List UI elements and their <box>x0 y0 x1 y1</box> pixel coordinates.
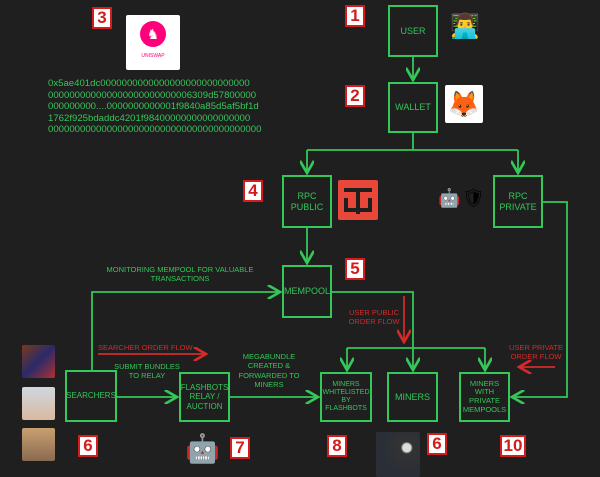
user-private-flow-label: USER PRIVATE ORDER FLOW <box>509 343 563 362</box>
uniswap-wordmark: UNISWAP <box>141 53 165 59</box>
line-wallet-split <box>307 133 518 151</box>
wallet-box: WALLET <box>388 82 438 133</box>
shield-icon: 🛡 <box>462 188 485 208</box>
rpc-private-box: RPC PRIVATE <box>493 175 543 228</box>
miner-figure-icon <box>376 432 420 477</box>
hex-line: 1762f925bdaddc4201f98400000000000000000 <box>48 112 251 124</box>
flashbots-robot-icon: 🤖 <box>438 188 461 208</box>
rpc-public-logo <box>338 180 378 220</box>
badge-7: 7 <box>230 437 250 459</box>
user-emoji-icon: 👨‍💻 <box>450 13 480 40</box>
badge-6-searchers: 6 <box>78 435 98 457</box>
searcher-flow-label: SEARCHER ORDER FLOW <box>98 343 193 352</box>
uniswap-logo: ♞ UNISWAP <box>126 15 180 70</box>
metamask-fox-icon: 🦊 <box>445 85 483 123</box>
badge-10: 10 <box>500 435 526 457</box>
mempool-box: MEMPOOL <box>282 265 332 318</box>
miners-box: MINERS <box>387 372 438 422</box>
badge-4: 4 <box>243 180 263 202</box>
searcher-avatar-1 <box>22 345 55 378</box>
hex-line: 000000000000000000000000006309d57800000 <box>48 89 257 101</box>
badge-3: 3 <box>92 7 112 29</box>
hex-line: 0x5ae401dc0000000000000000000000000000 <box>48 78 250 89</box>
monitoring-label: MONITORING MEMPOOL FOR VALUABLE TRANSACT… <box>106 265 254 284</box>
badge-5: 5 <box>345 258 365 280</box>
hex-line: 000000000....0000000000001f9840a85d5af5b… <box>48 101 259 112</box>
searchers-box: SEARCHERS <box>65 370 117 422</box>
badge-6-miners: 6 <box>427 433 447 455</box>
arrow-rpc-private-miners <box>512 201 568 397</box>
unicorn-icon: ♞ <box>140 21 166 47</box>
miners-whitelisted-box: MINERS WHITELISTED BY FLASHBOTS <box>320 372 372 422</box>
miners-private-box: MINERS WITH PRIVATE MEMPOOLS <box>459 372 510 422</box>
user-box: USER <box>388 5 438 57</box>
rpc-public-box: RPC PUBLIC <box>282 175 332 228</box>
badge-1: 1 <box>345 5 365 27</box>
flashbots-relay-box: FLASHBOTS RELAY / AUCTION <box>179 372 230 422</box>
flashbots-bot-icon: 🤖 <box>185 433 220 464</box>
transaction-calldata: 0x5ae401dc0000000000000000000000000000 0… <box>48 78 261 136</box>
badge-2: 2 <box>345 85 365 107</box>
megabundle-label: MEGABUNDLE CREATED & FORWARDED TO MINERS <box>238 352 300 390</box>
hex-line: 0000000000000000000000000000000000000000 <box>48 124 262 135</box>
line-mempool-miners <box>332 291 485 349</box>
searcher-avatar-2 <box>22 387 55 420</box>
searcher-avatar-3 <box>22 428 55 461</box>
user-public-flow-label: USER PUBLIC ORDER FLOW <box>348 308 400 327</box>
arrow-searchers-mempool <box>91 292 280 370</box>
badge-8: 8 <box>327 435 347 457</box>
submit-bundles-label: SUBMIT BUNDLES TO RELAY <box>114 362 180 381</box>
